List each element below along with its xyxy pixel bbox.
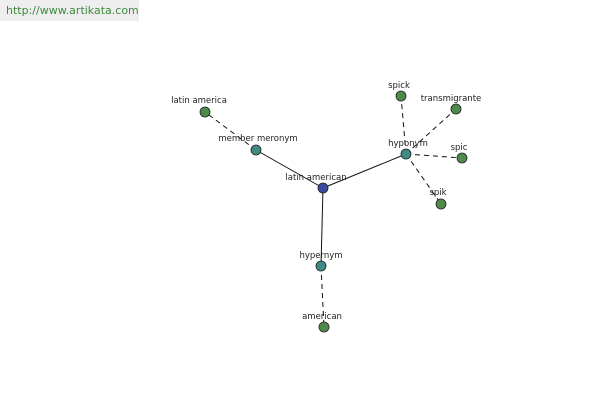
node-spick[interactable] (395, 90, 407, 102)
label-spic: spic (451, 143, 468, 153)
edge-latin-american-hypernym (320, 187, 324, 267)
label-transmigrante: transmigrante (421, 94, 482, 104)
edge-latin-american-member-meronym (255, 149, 324, 189)
node-latin-america[interactable] (199, 106, 211, 118)
edge-hyponym-spick (400, 95, 407, 155)
label-hyponym: hyponym (388, 139, 428, 149)
edge-hyponym-spik (405, 153, 442, 205)
label-member-meronym: member meronym (218, 134, 297, 144)
node-spik[interactable] (435, 198, 447, 210)
label-latin-american: latin american (285, 173, 346, 183)
edge-latin-american-hyponym (322, 153, 407, 189)
edge-hypernym-american (320, 265, 325, 328)
label-spik: spik (429, 188, 446, 198)
label-american: american (302, 312, 342, 322)
label-spick: spick (388, 81, 410, 91)
label-hypernym: hypernym (299, 251, 342, 261)
node-hypernym[interactable] (315, 260, 327, 272)
edge-hyponym-spic (405, 153, 463, 159)
node-transmigrante[interactable] (450, 103, 462, 115)
edge-hyponym-transmigrante (405, 108, 457, 155)
edge-member-meronym-latin-america (204, 111, 257, 151)
site-link[interactable]: http://www.artikata.com (0, 0, 139, 21)
label-latin-america: latin america (171, 96, 227, 106)
node-latin-american[interactable] (317, 182, 329, 194)
node-spic[interactable] (456, 152, 468, 164)
node-hyponym[interactable] (400, 148, 412, 160)
node-american[interactable] (318, 321, 330, 333)
node-member-meronym[interactable] (250, 144, 262, 156)
